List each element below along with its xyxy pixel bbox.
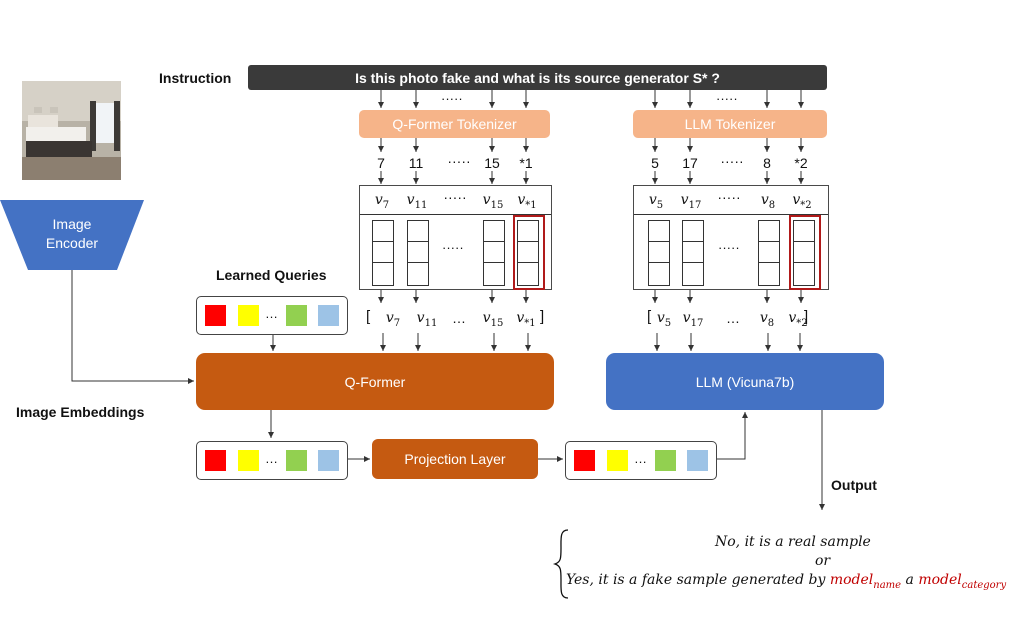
instruction-bar: Is this photo fake and what is its sourc… bbox=[248, 65, 827, 90]
llm-selected-vector: v*2 bbox=[788, 310, 808, 329]
llm-vocab-label: v5 bbox=[648, 192, 664, 211]
qformer-embedding-table: v7 v11 ····· v15 v*1 ····· bbox=[359, 185, 552, 290]
image-embeddings-label: Image Embeddings bbox=[16, 404, 145, 420]
qformer-token-id: *1 bbox=[519, 155, 533, 171]
query-token-blue bbox=[318, 305, 339, 326]
output-brace bbox=[552, 529, 569, 599]
llm-vocab-label: v8 bbox=[760, 192, 776, 211]
llm-block: LLM (Vicuna7b) bbox=[606, 353, 884, 410]
query-ellipsis: … bbox=[265, 306, 278, 321]
qformer-tokenizer: Q-Former Tokenizer bbox=[359, 110, 550, 138]
qformer-selected-vector: v7 bbox=[385, 310, 401, 329]
output-fake-a: a bbox=[901, 572, 919, 588]
query-token-green bbox=[286, 450, 307, 471]
qformer-token-dots: ····· bbox=[447, 153, 471, 169]
image-encoder: Image Encoder bbox=[0, 200, 144, 270]
learned-queries-box: … bbox=[196, 296, 348, 335]
qformer-token-id: 11 bbox=[408, 155, 424, 171]
llm-token-id: *2 bbox=[794, 155, 808, 171]
qformer-selected-vector: v15 bbox=[482, 310, 504, 329]
projection-layer: Projection Layer bbox=[372, 439, 538, 479]
qformer-selected-vector: v*1 bbox=[516, 310, 536, 329]
output-fake-prefix: Yes, it is a fake sample generated by bbox=[566, 572, 830, 588]
learned-queries-label: Learned Queries bbox=[216, 267, 327, 283]
qformer-selected-ellipsis: … bbox=[452, 310, 466, 326]
query-ellipsis: … bbox=[634, 451, 647, 466]
embedding-column bbox=[758, 220, 780, 286]
qformer-vocab-label: v*1 bbox=[517, 192, 537, 211]
qformer-selected-vector: v11 bbox=[416, 310, 438, 329]
bracket-close: ] bbox=[540, 308, 545, 325]
qformer-vocab-label: v11 bbox=[406, 192, 428, 211]
llm-vocab-dots: ····· bbox=[717, 189, 741, 205]
llm-vocab-label: v17 bbox=[680, 192, 702, 211]
llm-token-dots: ····· bbox=[720, 153, 744, 169]
model-category-term: modelcategory bbox=[918, 572, 1007, 591]
embedding-dots: ····· bbox=[442, 240, 464, 255]
bracket-open: [ bbox=[366, 308, 371, 325]
query-embeddings-box: … bbox=[196, 441, 348, 480]
qformer-vocab-dots: ····· bbox=[443, 189, 467, 205]
highlight-source-token bbox=[789, 215, 821, 290]
qformer-vocab-label: v15 bbox=[482, 192, 504, 211]
highlight-source-token bbox=[513, 215, 545, 290]
embedding-column bbox=[407, 220, 429, 286]
output-or: or bbox=[815, 553, 831, 569]
bracket-open: [ bbox=[647, 308, 652, 325]
llm-token-id: 5 bbox=[651, 155, 659, 171]
llm-selected-vector: v17 bbox=[682, 310, 704, 329]
llm-token-id: 8 bbox=[763, 155, 771, 171]
embedding-column bbox=[682, 220, 704, 286]
embedding-column bbox=[648, 220, 670, 286]
query-ellipsis: … bbox=[265, 451, 278, 466]
embedding-column bbox=[483, 220, 505, 286]
qformer-block: Q-Former bbox=[196, 353, 554, 410]
llm-selected-vector: v5 bbox=[656, 310, 672, 329]
image-encoder-line1: Image bbox=[52, 216, 92, 232]
embedding-column bbox=[372, 220, 394, 286]
qformer-token-id: 15 bbox=[484, 155, 500, 171]
query-token-blue bbox=[318, 450, 339, 471]
llm-token-id: 17 bbox=[682, 155, 698, 171]
query-token-red bbox=[205, 450, 226, 471]
llm-embedding-table: v5 v17 ····· v8 v*2 ····· bbox=[633, 185, 829, 290]
query-token-yellow bbox=[607, 450, 628, 471]
output-label: Output bbox=[831, 477, 877, 493]
image-encoder-line2: Encoder bbox=[45, 235, 99, 251]
instruction-dots-left: ····· bbox=[441, 91, 463, 106]
query-token-red bbox=[205, 305, 226, 326]
llm-vocab-label: v*2 bbox=[792, 192, 812, 211]
instruction-label: Instruction bbox=[159, 70, 232, 86]
qformer-vocab-label: v7 bbox=[374, 192, 390, 211]
output-real: No, it is a real sample bbox=[715, 534, 871, 550]
query-token-red bbox=[574, 450, 595, 471]
query-token-green bbox=[286, 305, 307, 326]
llm-selected-ellipsis: … bbox=[726, 310, 740, 326]
output-fake: Yes, it is a fake sample generated by mo… bbox=[566, 572, 1006, 591]
query-token-blue bbox=[687, 450, 708, 471]
bracket-close: ] bbox=[804, 308, 809, 325]
llm-selected-vector: v8 bbox=[759, 310, 775, 329]
qformer-token-id: 7 bbox=[377, 155, 385, 171]
query-token-yellow bbox=[238, 450, 259, 471]
embedding-column-special bbox=[517, 220, 539, 286]
embedding-dots: ····· bbox=[718, 240, 740, 255]
model-name-term: modelname bbox=[829, 572, 902, 591]
instruction-dots-right: ····· bbox=[716, 91, 738, 106]
projected-embeddings-box: … bbox=[565, 441, 717, 480]
query-token-green bbox=[655, 450, 676, 471]
input-photo bbox=[22, 81, 121, 180]
llm-tokenizer: LLM Tokenizer bbox=[633, 110, 827, 138]
embedding-column-special bbox=[793, 220, 815, 286]
query-token-yellow bbox=[238, 305, 259, 326]
